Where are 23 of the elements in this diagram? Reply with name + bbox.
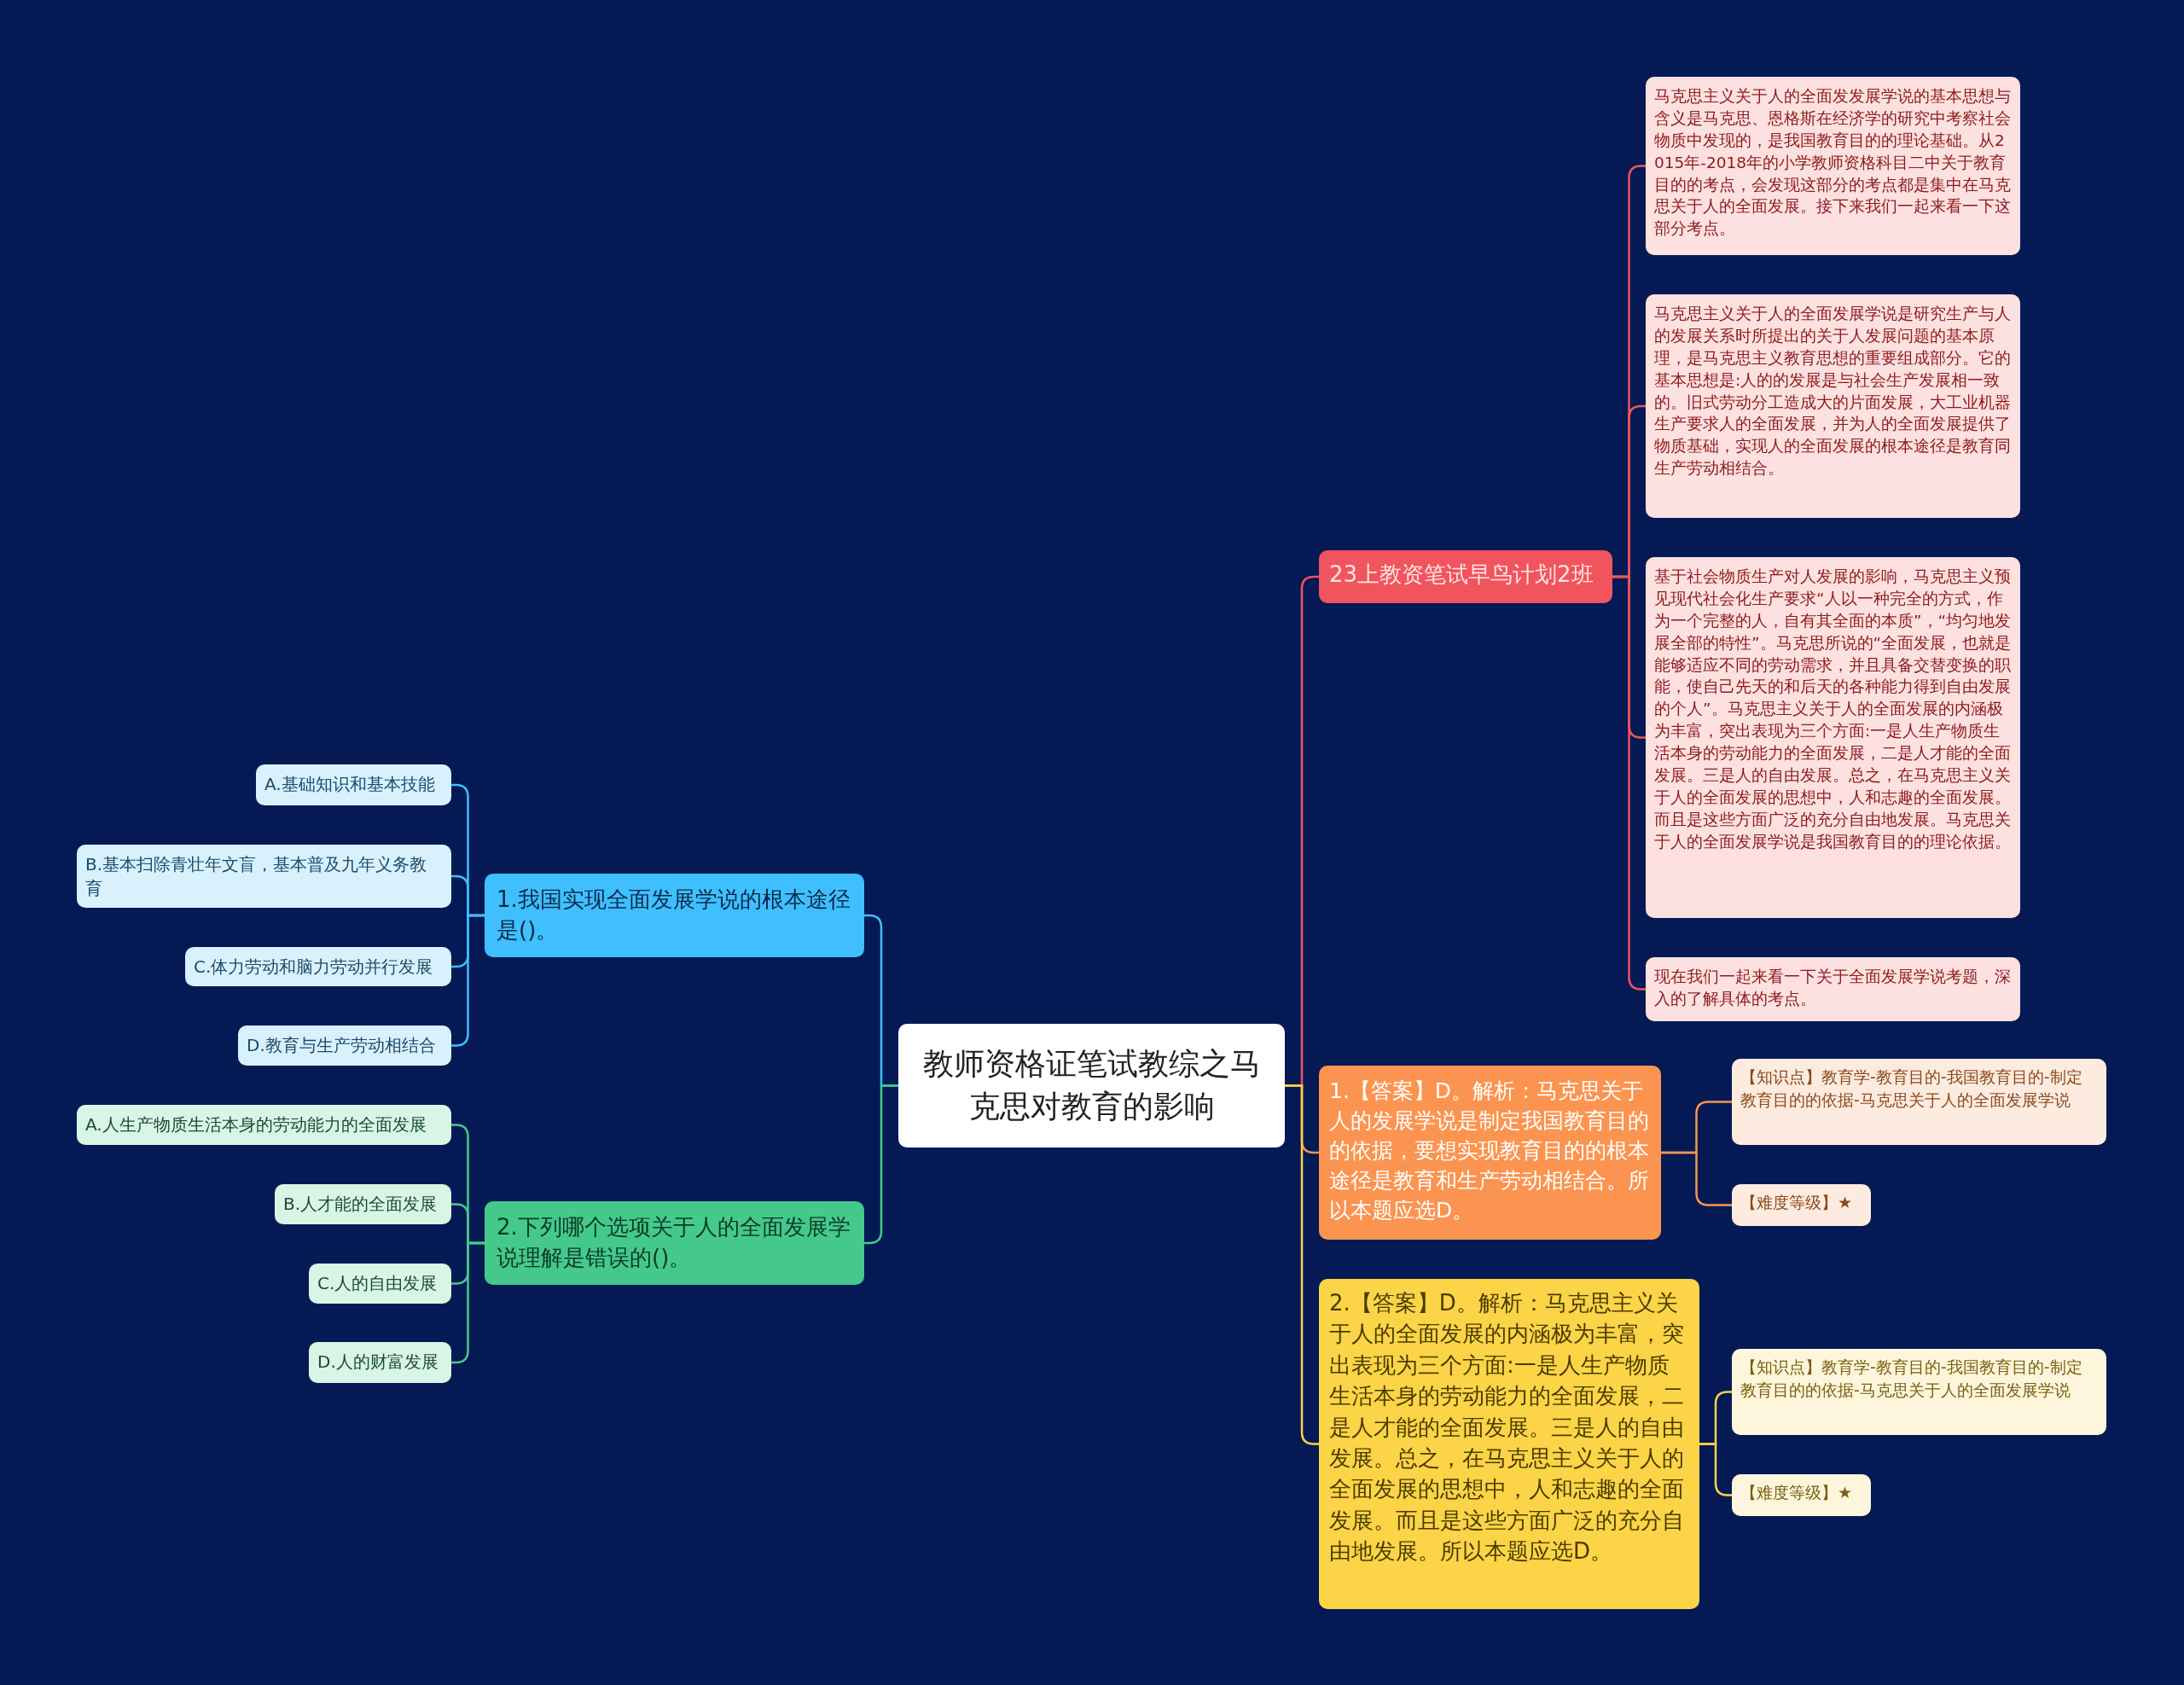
option-card: C.体力劳动和脑力劳动并行发展 <box>185 947 451 986</box>
question-box: 1.我国实现全面发展学说的根本途径是()。 <box>485 874 864 957</box>
option-card: B.基本扫除青壮年文盲，基本普及九年义务教育 <box>77 845 451 908</box>
tag-card: 【难度等级】★ <box>1732 1474 1871 1516</box>
note-card: 基于社会物质生产对人发展的影响，马克思主义预见现代社会化生产要求“人以一种完全的方式，作为一个完整的人，自有其全面的本质”，“均匀地发展全部的特性”。马克思所说的“全面发展，也就是能够适应不同的劳动需求，并且具备交替变换的职能，使自己先天的和后天的各种能力得到自由发展的个人”。马克思主义关于人的全面发展的内涵极为丰富，突出表现为三个方面:一是人生产物质生活本身的劳动能力的全面发展，二是人才能的全面发展。三是人的自由发展。总之，在马克思主义关于人的全面发展的思想中，人和志趣的全面发展。而且是这些方面广泛的充分自由地发展。马克思关于人的全面发展学说是我国教育目的的理论依据。 <box>1646 557 2020 918</box>
topic-box: 教师资格证笔试教综之马克思对教育的影响 <box>898 1024 1285 1148</box>
note-card: 马克思主义关于人的全面发展学说是研究生产与人的发展关系时所提出的关于人发展问题的基本原理，是马克思主义教育思想的重要组成部分。它的基本思想是:人的的发展是与社会生产发展相一致的。旧式劳动分工造成大的片面发展，大工业机器生产要求人的全面发展，并为人的全面发展提供了物质基础，实现人的全面发展的根本途径是教育同生产劳动相结合。 <box>1646 294 2020 518</box>
answer-box: 2.【答案】D。解析：马克思主义关于人的全面发展的内涵极为丰富，突出表现为三个方面:一是人生产物质生活本身的劳动能力的全面发展，二是人才能的全面发展。三是人的自由发展。总之，在马克思主义关于人的全面发展的思想中，人和志趣的全面发展。而且是这些方面广泛的充分自由地发展。所以本题应选D。 <box>1319 1279 1699 1609</box>
option-card: C.人的自由发展 <box>309 1264 451 1304</box>
tag-card: 【难度等级】★ <box>1732 1184 1871 1226</box>
connector-line <box>1661 1151 1732 1206</box>
tag-card: 【知识点】教育学-教育目的-我国教育目的-制定教育目的的依据-马克思关于人的全面发展学说 <box>1732 1059 2106 1145</box>
option-card: A.基础知识和基本技能 <box>256 764 451 805</box>
option-card: B.人才能的全面发展 <box>275 1184 451 1224</box>
option-card: D.人的财富发展 <box>309 1342 451 1383</box>
tag-card: 【知识点】教育学-教育目的-我国教育目的-制定教育目的的依据-马克思关于人的全面发展学说 <box>1732 1349 2106 1435</box>
question-box: 2.下列哪个选项关于人的全面发展学说理解是错误的()。 <box>485 1201 864 1285</box>
note-card: 现在我们一起来看一下关于全面发展学说考题，深入的了解具体的考点。 <box>1646 957 2020 1021</box>
answer-box: 1.【答案】D。解析：马克思关于人的发展学说是制定我国教育目的的依据，要想实现教育目的的根本途径是教育和生产劳动相结合。所以本题应选D。 <box>1319 1066 1661 1240</box>
option-card: A.人生产物质生活本身的劳动能力的全面发展 <box>77 1105 451 1145</box>
option-card: D.教育与生产劳动相结合 <box>238 1026 451 1066</box>
note-card: 马克思主义关于人的全面发发展学说的基本思想与含义是马克思、恩格斯在经济学的研究中考察社会物质中发现的，是我国教育目的的理论基础。从2015年-2018年的小学教师资格科目二中关于教育目的的考点，会发现这部分的考点都是集中在马克思关于人的全面发展。接下来我们一起来看一下这部分考点。 <box>1646 77 2020 255</box>
branch-box: 23上教资笔试早鸟计划2班 <box>1319 550 1612 603</box>
